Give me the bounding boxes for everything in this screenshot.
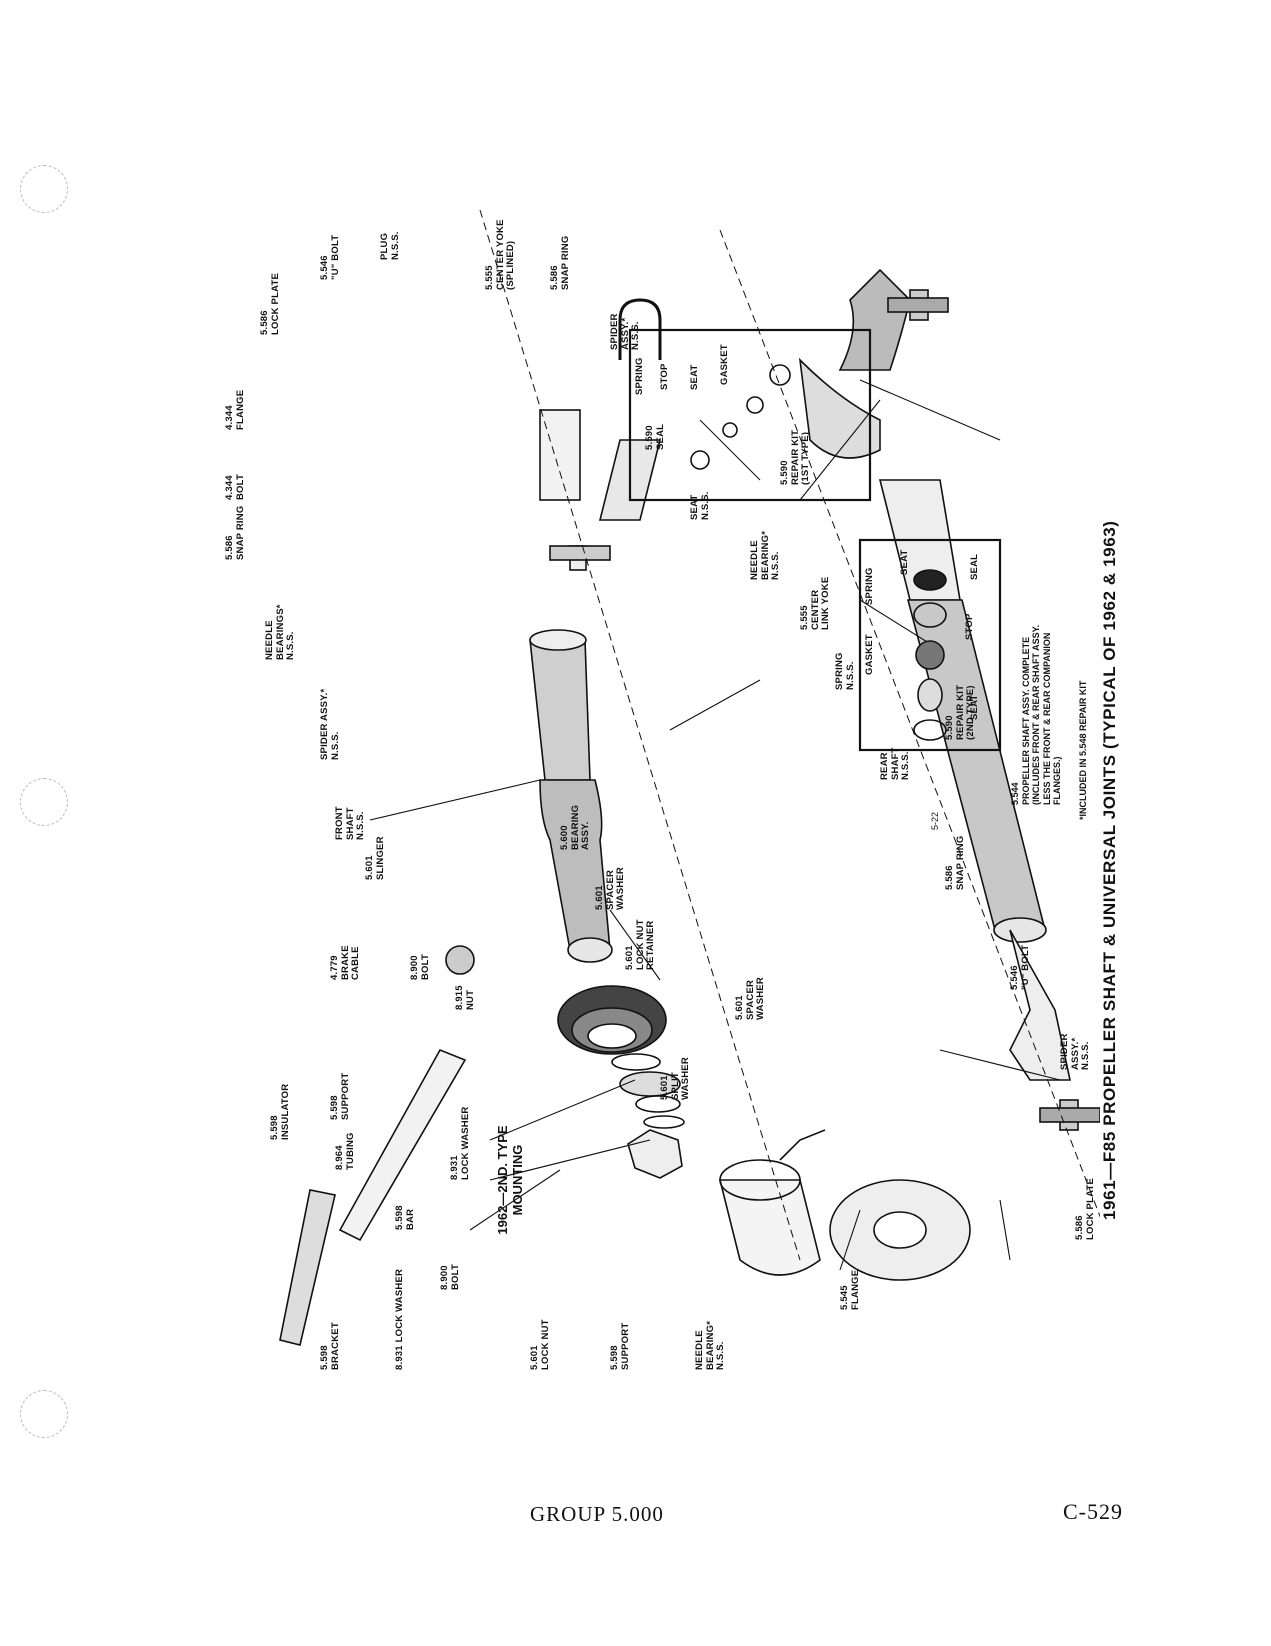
label-lock-plate-front: 5.586 LOCK PLATE	[259, 273, 281, 335]
rear-flange	[829, 1179, 971, 1281]
label-plug: PLUG N.S.S.	[379, 231, 401, 260]
repair-kit-box-2nd	[858, 538, 1002, 752]
kit2-spring: SPRING	[864, 567, 875, 605]
support-sleeve	[718, 1129, 826, 1276]
label-tubing: 8.964 TUBING	[334, 1132, 356, 1170]
label-snap-ring-rear: 5.586 SNAP RING	[944, 835, 966, 890]
label-bearing-assy: 5.600 BEARING ASSY.	[559, 804, 591, 850]
label-flange-front: 4.344 FLANGE	[224, 389, 246, 430]
spider-front	[549, 545, 611, 571]
split-washer	[643, 1115, 685, 1129]
label-brake-cable: 4.779 BRAKE CABLE	[329, 945, 361, 980]
label-spider-assy-rear: SPIDER ASSY.* N.S.S.	[1059, 1033, 1091, 1070]
kit2-gasket: GASKET	[864, 634, 875, 675]
kit-2-parts	[913, 569, 947, 741]
binder-hole-bottom	[20, 1390, 68, 1438]
label-front-shaft: FRONT SHAFT N.S.S.	[334, 806, 366, 840]
kit2-stop: STOP	[964, 613, 975, 641]
label-rear-shaft: REAR SHAFT N.S.S.	[879, 747, 911, 780]
bracket-assembly	[279, 945, 475, 1346]
kit2-seat-top: SEAT	[899, 549, 910, 575]
label-needle-bearing-bottom: NEEDLE BEARING* N.S.S.	[694, 1320, 726, 1370]
scanned-page: 5.586 LOCK PLATE 5.546 "U" BOLT PLUG N.S…	[20, 165, 1123, 1526]
spider-center	[887, 289, 949, 321]
label-spring: SPRING N.S.S.	[834, 652, 856, 690]
label-seat: SEAT N.S.S.	[689, 491, 711, 520]
spider-rear	[1039, 1099, 1100, 1131]
note-repair-kit: *INCLUDED IN 5.548 REPAIR KIT	[1078, 680, 1088, 820]
label-needle-bearing-top: NEEDLE BEARING* N.S.S.	[749, 530, 781, 580]
label-center-link-yoke: 5.555 CENTER LINK YOKE	[799, 576, 831, 630]
binder-hole-middle	[20, 778, 68, 826]
label-bracket: 5.598 BRACKET	[319, 1322, 341, 1370]
kit1-spring: SPRING	[634, 357, 645, 395]
note-propeller-assy: 5.544 PROPELLER SHAFT ASSY. COMPLETE (IN…	[1010, 624, 1062, 805]
label-center-yoke: 5.555 CENTER YOKE (SPLINED)	[484, 219, 516, 290]
label-lock-plate-rear: 5.586 LOCK PLATE	[1074, 1178, 1096, 1240]
label-u-bolt-rear: 5.546 "U" BOLT	[1009, 944, 1031, 990]
kit2-name: 5.590 REPAIR KIT (2ND TYPE)	[944, 684, 976, 740]
front-shaft	[529, 629, 613, 963]
label-split-washer: 5.601 SPLIT WASHER	[659, 1057, 691, 1100]
exploded-diagram: 5.586 LOCK PLATE 5.546 "U" BOLT PLUG N.S…	[224, 200, 1119, 1380]
spacer-washer-2	[635, 1095, 681, 1113]
label-bar: 5.598 BAR	[394, 1205, 416, 1230]
label-lock-nut-retainer: 5.601 LOCK NUT RETAINER	[624, 919, 656, 970]
label-bolt-bracket: 8.900 BOLT	[439, 1264, 461, 1290]
binder-hole-top	[20, 165, 68, 213]
leader-lines	[369, 379, 1061, 1271]
label-nut: 8.915 NUT	[454, 985, 476, 1010]
label-bolt-cable: 8.900 BOLT	[409, 954, 431, 980]
label-snap-ring-top: 5.586 SNAP RING	[549, 235, 571, 290]
label-snap-ring-left: 5.586 SNAP RING	[224, 505, 246, 560]
label-spacer-washer-1: 5.601 SPACER WASHER	[594, 867, 626, 910]
label-support-top: 5.598 SUPPORT	[329, 1072, 351, 1120]
diagram-artwork	[279, 209, 1100, 1346]
lock-nut	[627, 1129, 683, 1179]
label-needle-bearings-left: NEEDLE BEARINGS* N.S.S.	[264, 604, 296, 660]
label-insulator: 5.598 INSULATOR	[269, 1083, 291, 1140]
page-reference: 5-22	[930, 811, 940, 830]
label-spider-assy-left: SPIDER ASSY.* N.S.S.	[319, 688, 341, 760]
label-u-bolt-front: 5.546 "U" BOLT	[319, 234, 341, 280]
center-bearing	[557, 985, 667, 1055]
mounting-subtitle: 1962—2ND. TYPE MOUNTING	[495, 1125, 525, 1235]
center-link-yoke	[798, 268, 911, 459]
kit-1-parts	[690, 364, 791, 470]
label-spider-assy-top: SPIDER ASSY.* N.S.S.	[609, 313, 641, 350]
label-flange-rear: 5.545 FLANGE	[839, 1269, 861, 1310]
kit1-gasket: GASKET	[719, 344, 730, 385]
front-u-bolt	[618, 298, 662, 360]
kit1-seat: SEAT	[689, 364, 700, 390]
label-spacer-washer-2: 5.601 SPACER WASHER	[734, 977, 766, 1020]
kit1-name: 5.590 REPAIR KIT (1ST TYPE)	[779, 429, 811, 485]
diagram-title: 1961—F85 PROPELLER SHAFT & UNIVERSAL JOI…	[1100, 520, 1119, 1220]
label-bolt-front: 4.344 BOLT	[224, 474, 246, 500]
repair-kit-box-1st	[628, 328, 872, 502]
spacer-washer	[611, 1053, 661, 1071]
footer-page-number: C-529	[1063, 1499, 1123, 1524]
label-support-bottom: 5.598 SUPPORT	[609, 1322, 631, 1370]
label-lock-washer-bottom: 8.931 LOCK WASHER	[394, 1268, 405, 1370]
label-seal: 5.590 SEAL	[644, 423, 666, 450]
label-lock-nut: 5.601 LOCK NUT	[529, 1319, 551, 1370]
centerlines	[479, 209, 1100, 1321]
label-lock-washer-mid: 8.931 LOCK WASHER	[449, 1106, 471, 1180]
kit1-stop: STOP	[659, 363, 670, 391]
kit2-seal: SEAL	[969, 553, 980, 580]
footer-group: GROUP 5.000	[530, 1502, 664, 1526]
label-slinger: 5.601 SLINGER	[364, 836, 386, 880]
